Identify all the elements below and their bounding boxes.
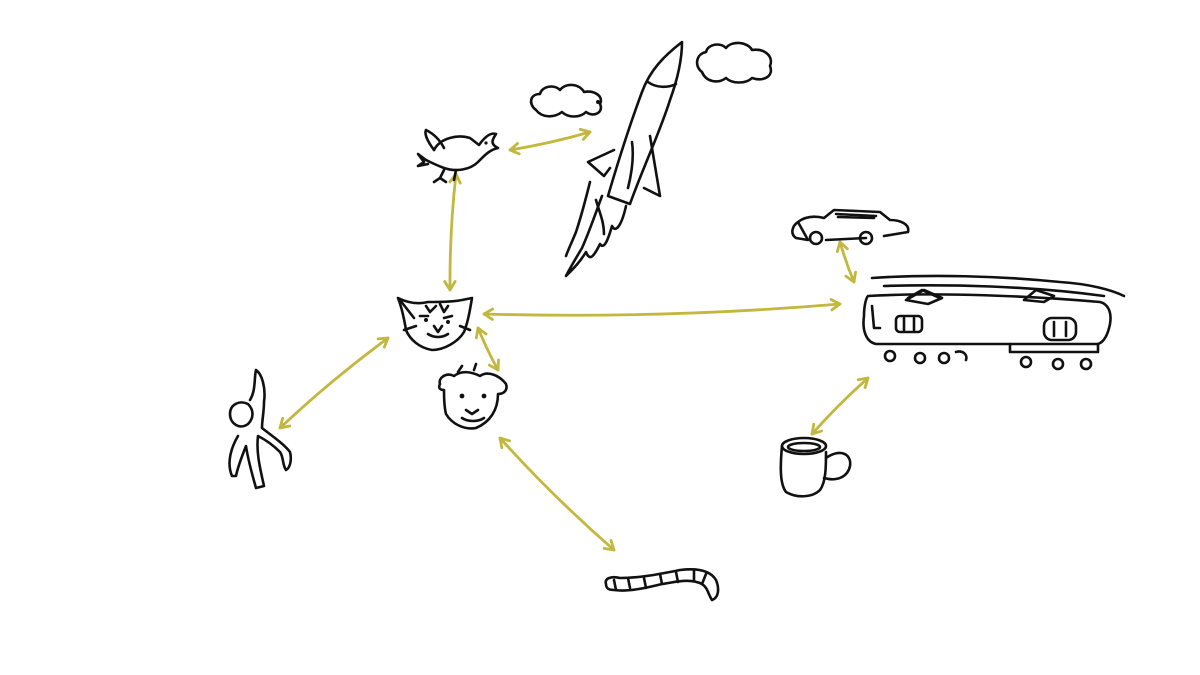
train-icon xyxy=(862,274,1126,371)
arrowhead-start xyxy=(376,336,390,349)
connector-line xyxy=(498,436,616,552)
connector-bird-cat xyxy=(443,172,462,292)
car-icon xyxy=(791,208,910,246)
arrowhead-end xyxy=(810,422,823,436)
arrowhead-start xyxy=(835,240,849,254)
cloud-icon xyxy=(695,41,773,84)
arrowhead-start xyxy=(508,142,521,156)
connector-line xyxy=(476,326,500,372)
dog-face-icon xyxy=(437,362,508,430)
arrowhead-start xyxy=(498,436,511,450)
bird-icon xyxy=(416,128,500,184)
arrowhead-start xyxy=(474,326,488,340)
connector-train-cup xyxy=(810,376,870,436)
arrowhead-end xyxy=(443,280,457,292)
connector-line xyxy=(448,172,458,292)
connector-dog-worm xyxy=(498,436,616,552)
connector-line xyxy=(482,302,842,317)
connector-line xyxy=(278,336,390,430)
coffee-cup-icon xyxy=(779,436,852,498)
connector-cat-dog xyxy=(474,326,500,372)
arrowhead-start xyxy=(482,307,495,321)
connector-layer xyxy=(278,127,870,552)
rocket-icon xyxy=(564,40,684,278)
arrowhead-end xyxy=(602,539,616,552)
arrowhead-end xyxy=(487,358,500,372)
arrowhead-start xyxy=(856,376,870,389)
connector-line xyxy=(810,376,870,436)
person-icon xyxy=(228,368,293,490)
arrowhead-end xyxy=(829,298,842,312)
arrowhead-end xyxy=(278,416,292,430)
connector-line xyxy=(838,240,856,284)
cloud-icon xyxy=(529,83,603,118)
connector-car-train xyxy=(835,240,857,284)
connector-cat-train xyxy=(482,298,842,321)
connector-cat-person xyxy=(278,336,390,430)
connector-line xyxy=(508,130,592,152)
caterpillar-icon xyxy=(604,568,720,602)
arrowhead-end xyxy=(844,270,857,284)
arrowhead-end xyxy=(578,127,592,141)
cat-face-icon xyxy=(396,296,474,352)
connector-bird-rocket xyxy=(508,127,592,156)
